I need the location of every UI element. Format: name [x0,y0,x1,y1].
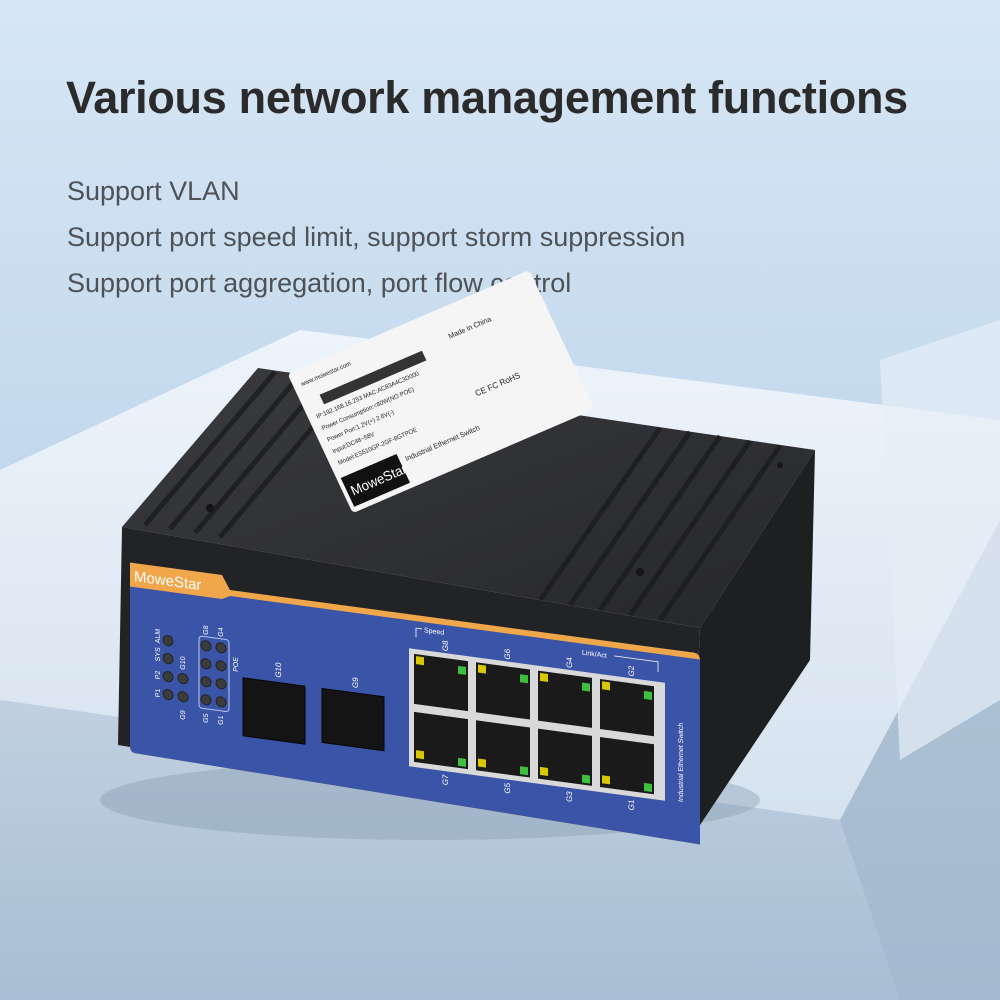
switch-housing-side [690,450,815,840]
link-led [520,674,528,684]
link-led [582,682,590,692]
speed-led [478,758,486,768]
speed-led [540,672,548,682]
barcode [319,350,427,405]
port-label: G1 [627,798,636,810]
rj45-port-g2[interactable] [600,678,654,737]
port-label: G3 [565,790,574,802]
port-label: G2 [627,664,636,676]
rj45-port-g4[interactable] [538,670,592,728]
port-label: G7 [441,773,450,785]
feature-item: Support VLAN [67,176,240,206]
port-socket [476,662,530,720]
sfp-label: G9 [351,676,360,688]
feature-list: Support VLAN Support port speed limit, s… [67,168,967,306]
port-socket [538,728,592,786]
port-socket [600,736,654,795]
sfp-port-g10[interactable] [242,677,306,745]
speed-led [416,656,424,666]
led-label: G8 [203,625,210,635]
link-led [582,774,590,784]
port-socket [414,653,468,712]
port-label: G8 [441,639,450,651]
rj45-port-g5[interactable] [476,720,530,778]
led-label: P1 [155,688,162,698]
port-label: G6 [503,648,512,660]
led-label: G5 [203,713,210,723]
speed-led [602,775,610,785]
sfp-port-g9[interactable] [321,687,385,752]
led-label: G9 [180,710,187,720]
speed-led [478,664,486,674]
link-act-label: Link/Act [582,650,607,660]
port-label: G4 [565,656,574,668]
rj45-port-g7[interactable] [414,711,468,770]
link-led [644,690,652,701]
screw-icon [636,568,644,576]
link-led [458,757,466,767]
link-led [644,782,652,793]
speed-label: Speed [424,627,444,637]
feature-item: Support port speed limit, support storm … [67,222,686,252]
led-label: P2 [155,670,162,680]
port-socket [600,678,654,737]
status-leds [162,635,227,708]
front-panel: MoweStar ALM SYS P2 P1 G10 G9 G8 G4 G5 G… [130,562,700,845]
side-text: Industrial Ethernet Switch [678,722,685,802]
link-led [520,766,528,776]
led-label: SYS [155,647,162,662]
led-label: ALM [155,628,162,643]
rj45-port-g6[interactable] [476,662,530,720]
port-socket [538,670,592,728]
led-label: G1 [218,715,225,725]
port-label: G5 [503,782,512,794]
led-label: G10 [180,656,187,670]
speed-led [540,766,548,776]
link-led [458,665,466,675]
port-socket [414,711,468,770]
screw-icon [206,504,214,512]
speed-led [602,681,610,691]
port-socket [476,720,530,778]
poe-label: POE [233,656,240,672]
screw-icon [777,462,783,468]
switch-housing-top [122,368,815,628]
sfp-label: G10 [274,661,283,678]
speed-led [416,750,424,760]
rj45-port-g1[interactable] [600,736,654,795]
rj45-port-g8[interactable] [414,653,468,712]
led-label: G4 [218,627,225,637]
headline: Various network management functions [66,72,908,123]
rj45-port-g3[interactable] [538,728,592,786]
